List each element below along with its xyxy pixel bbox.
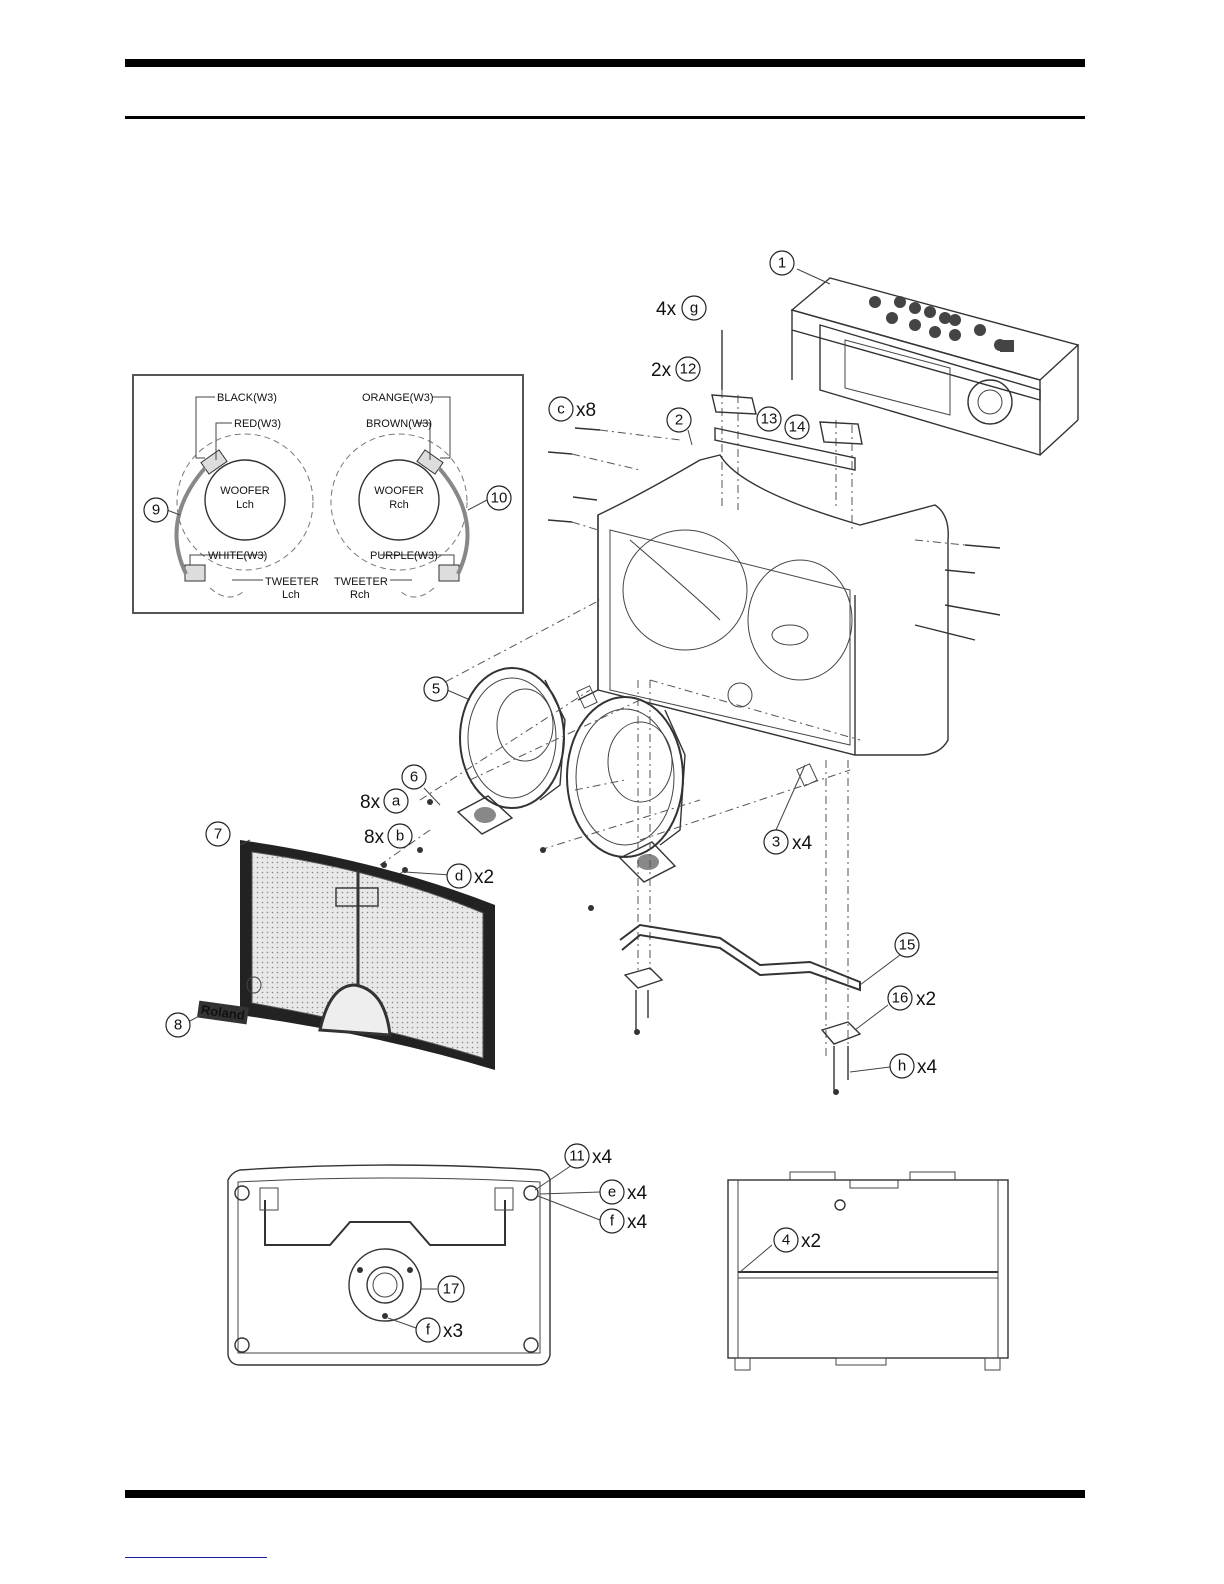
svg-text:3: 3 bbox=[772, 834, 780, 851]
label-tweeter-r: TWEETER bbox=[334, 576, 388, 588]
bottom-view bbox=[228, 1165, 550, 1365]
callout-g: g bbox=[682, 296, 706, 320]
svg-text:7: 7 bbox=[214, 826, 222, 843]
qty-f-top: x4 bbox=[627, 1212, 648, 1233]
callout-f-top: f bbox=[600, 1209, 624, 1233]
svg-text:17: 17 bbox=[443, 1281, 460, 1298]
callout-15: 15 bbox=[895, 933, 919, 957]
label-brown: BROWN(W3) bbox=[366, 418, 432, 430]
svg-text:e: e bbox=[608, 1184, 616, 1201]
callout-5: 5 bbox=[424, 677, 448, 701]
callout-c: c bbox=[549, 397, 573, 421]
label-black: BLACK(W3) bbox=[217, 392, 277, 404]
callout-h: h bbox=[890, 1054, 914, 1078]
svg-text:g: g bbox=[690, 300, 698, 317]
callout-2: 2 bbox=[667, 408, 691, 432]
callout-b: b bbox=[388, 824, 412, 848]
svg-text:9: 9 bbox=[152, 502, 160, 519]
svg-text:1: 1 bbox=[778, 255, 786, 272]
woofer-right bbox=[567, 697, 685, 857]
woofer-rch-label: WOOFER bbox=[374, 485, 424, 497]
svg-text:c: c bbox=[557, 401, 565, 418]
label-tweeter-l-ch: Lch bbox=[282, 589, 300, 601]
svg-text:4: 4 bbox=[782, 1232, 790, 1249]
qty-e: x4 bbox=[627, 1183, 648, 1204]
woofer-rch-ch: Rch bbox=[389, 499, 409, 511]
svg-text:15: 15 bbox=[899, 937, 916, 954]
callout-7: 7 bbox=[206, 822, 230, 846]
callout-12: 12 bbox=[676, 357, 700, 381]
wiring-inset: WOOFER Lch WOOFER Rch BLACK(W3) RED(W3) … bbox=[133, 375, 523, 613]
callout-3: 3 bbox=[764, 830, 788, 854]
qty-f-bottom: x3 bbox=[443, 1321, 463, 1342]
qty-g: 4x bbox=[656, 299, 677, 320]
svg-text:8: 8 bbox=[174, 1017, 182, 1034]
brackets bbox=[625, 968, 860, 1090]
svg-text:12: 12 bbox=[680, 361, 697, 378]
callout-a: a bbox=[384, 789, 408, 813]
svg-text:11: 11 bbox=[569, 1148, 585, 1165]
label-white: WHITE(W3) bbox=[208, 550, 267, 562]
svg-text:10: 10 bbox=[491, 490, 508, 507]
callout-8: 8 bbox=[166, 1013, 190, 1037]
handle-bar bbox=[620, 925, 860, 990]
label-tweeter-r-ch: Rch bbox=[350, 589, 370, 601]
label-orange: ORANGE(W3) bbox=[362, 392, 434, 404]
handle-strip bbox=[715, 428, 855, 470]
label-purple: PURPLE(W3) bbox=[370, 550, 438, 562]
qty-3: x4 bbox=[792, 833, 813, 854]
qty-h: x4 bbox=[917, 1057, 938, 1078]
callout-1: 1 bbox=[770, 251, 794, 275]
svg-text:d: d bbox=[455, 868, 463, 885]
callout-4: 4 bbox=[774, 1228, 798, 1252]
callout-6: 6 bbox=[402, 765, 426, 789]
svg-text:b: b bbox=[396, 828, 404, 845]
tweeter-r-terminal bbox=[439, 565, 459, 581]
woofer-lch-ch: Lch bbox=[236, 499, 254, 511]
svg-text:6: 6 bbox=[410, 769, 418, 786]
qty-b: 8x bbox=[364, 827, 385, 848]
callout-e: e bbox=[600, 1180, 624, 1204]
qty-d: x2 bbox=[474, 867, 494, 888]
svg-text:13: 13 bbox=[761, 411, 778, 428]
svg-text:2: 2 bbox=[675, 412, 683, 429]
rear-view bbox=[728, 1172, 1008, 1370]
callout-f-bottom: f bbox=[416, 1318, 440, 1342]
svg-text:a: a bbox=[392, 793, 401, 810]
qty-a: 8x bbox=[360, 792, 381, 813]
woofer-lch-label: WOOFER bbox=[220, 485, 270, 497]
tweeter-l-terminal bbox=[185, 565, 205, 581]
svg-text:16: 16 bbox=[892, 990, 909, 1007]
qty-4: x2 bbox=[801, 1231, 821, 1252]
callout-9: 9 bbox=[144, 498, 168, 522]
label-tweeter-l: TWEETER bbox=[265, 576, 319, 588]
svg-text:5: 5 bbox=[432, 681, 440, 698]
woofer-left bbox=[460, 668, 565, 808]
callout-11: 11 bbox=[565, 1144, 589, 1168]
qty-c: x8 bbox=[576, 400, 596, 421]
qty-11: x4 bbox=[592, 1147, 613, 1168]
callout-17: 17 bbox=[438, 1276, 464, 1302]
amp-chassis bbox=[792, 278, 1078, 455]
callout-16: 16 bbox=[888, 986, 912, 1010]
label-red: RED(W3) bbox=[234, 418, 281, 430]
callout-14: 14 bbox=[785, 415, 809, 439]
svg-text:14: 14 bbox=[789, 419, 806, 436]
qty-16: x2 bbox=[916, 989, 936, 1010]
callout-10: 10 bbox=[487, 486, 511, 510]
svg-text:Roland: Roland bbox=[200, 1002, 246, 1023]
screws-c bbox=[548, 428, 1000, 640]
svg-text:h: h bbox=[898, 1058, 906, 1075]
callout-d: d bbox=[447, 864, 471, 888]
callout-13: 13 bbox=[757, 407, 781, 431]
qty-12: 2x bbox=[651, 360, 672, 381]
